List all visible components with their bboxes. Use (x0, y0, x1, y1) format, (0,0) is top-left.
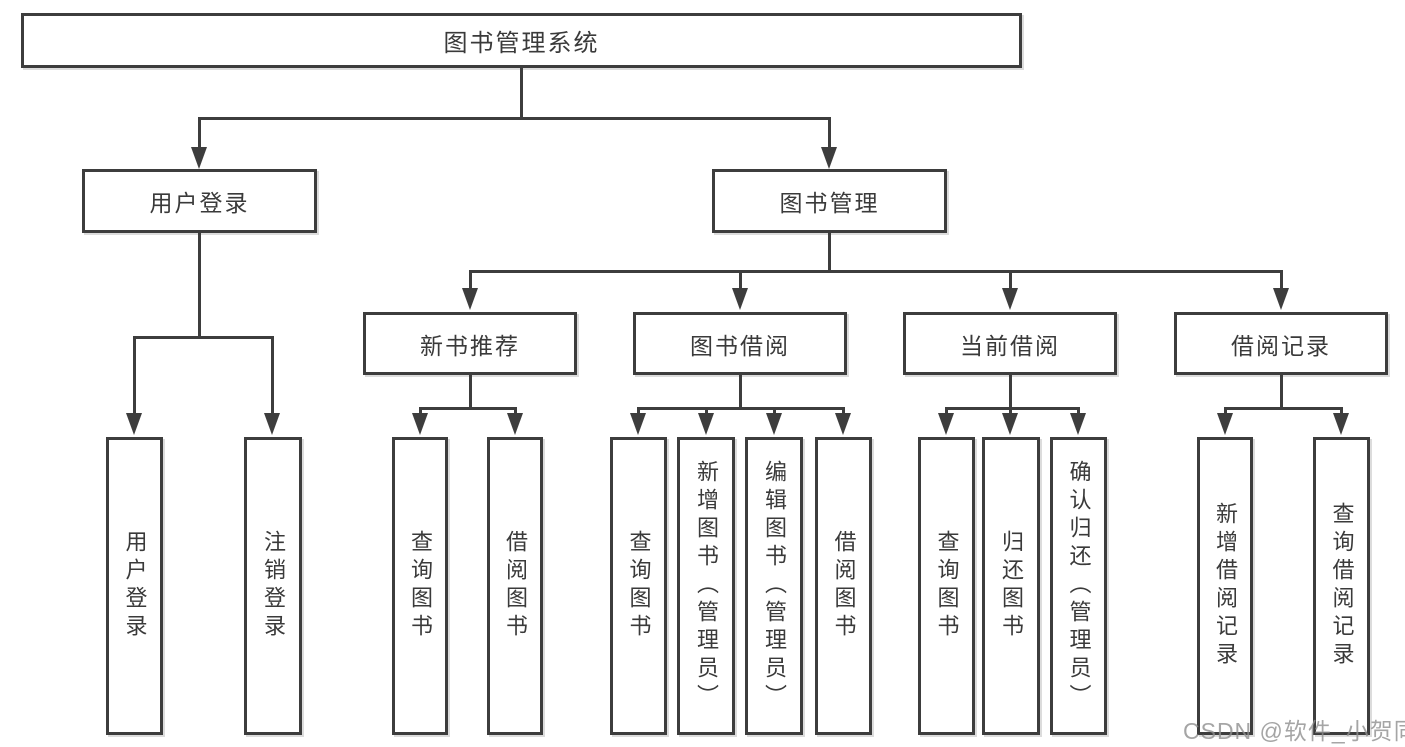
arrowhead-down-icon (766, 413, 782, 435)
connector-line (514, 407, 517, 415)
connector-line (705, 407, 708, 415)
connector-line (1224, 407, 1342, 410)
leaf-query-books-current-label: 查询图书 (934, 530, 960, 642)
arrowhead-down-icon (1002, 288, 1018, 310)
connector-line (419, 407, 517, 410)
arrowhead-down-icon (1273, 288, 1289, 310)
node-user-login: 用户登录 (82, 169, 317, 233)
connector-line (828, 233, 831, 270)
leaf-logout: 注销登录 (244, 437, 302, 735)
connector-line (198, 117, 830, 120)
arrowhead-down-icon (1070, 413, 1086, 435)
arrowhead-down-icon (191, 147, 207, 169)
connector-line (1009, 407, 1012, 415)
leaf-return-books-label: 归还图书 (999, 530, 1024, 642)
leaf-query-books-borrowing-label: 查询图书 (626, 530, 652, 642)
arrowhead-down-icon (126, 413, 142, 435)
connector-line (842, 407, 845, 415)
connector-line (469, 270, 1282, 273)
arrowhead-down-icon (507, 413, 523, 435)
arrowhead-down-icon (1333, 413, 1349, 435)
leaf-query-books-recommend-label: 查询图书 (408, 530, 433, 642)
leaf-query-books-recommend: 查询图书 (392, 437, 448, 735)
arrowhead-down-icon (835, 413, 851, 435)
connector-line (1280, 270, 1283, 290)
leaf-edit-books-admin: 编辑图书（管理员） (745, 437, 803, 735)
leaf-query-borrow-record: 查询借阅记录 (1313, 437, 1370, 735)
connector-line (1009, 270, 1012, 290)
leaf-logout-label: 注销登录 (261, 530, 286, 642)
leaf-confirm-return-admin: 确认归还（管理员） (1050, 437, 1107, 735)
leaf-confirm-return-admin-label: 确认归还（管理员） (1066, 460, 1092, 712)
leaf-query-books-current: 查询图书 (918, 437, 975, 735)
leaf-borrow-books-recommend-label: 借阅图书 (503, 530, 528, 642)
leaf-borrow-books: 借阅图书 (815, 437, 872, 735)
arrowhead-down-icon (732, 288, 748, 310)
leaf-borrow-books-label: 借阅图书 (831, 530, 857, 642)
leaf-borrow-books-recommend: 借阅图书 (487, 437, 543, 735)
connector-line (637, 407, 844, 410)
leaf-add-books-admin-label: 新增图书（管理员） (694, 460, 719, 712)
arrowhead-down-icon (412, 413, 428, 435)
arrowhead-down-icon (1002, 413, 1018, 435)
leaf-add-borrow-record: 新增借阅记录 (1197, 437, 1253, 735)
node-borrow-records: 借阅记录 (1174, 312, 1388, 375)
connector-line (133, 336, 136, 415)
connector-line (1077, 407, 1080, 415)
connector-line (739, 375, 742, 407)
connector-line (945, 407, 948, 415)
node-new-book-recommend-label: 新书推荐 (420, 332, 520, 359)
connector-line (773, 407, 776, 415)
csdn-watermark: CSDN @软件_小贺同学 (1183, 718, 1405, 744)
connector-line (198, 233, 201, 336)
node-current-borrowing: 当前借阅 (903, 312, 1117, 375)
connector-line (828, 117, 831, 150)
connector-line (198, 117, 201, 150)
arrowhead-down-icon (698, 413, 714, 435)
leaf-add-borrow-record-label: 新增借阅记录 (1213, 502, 1238, 670)
arrowhead-down-icon (264, 413, 280, 435)
arrowhead-down-icon (821, 147, 837, 169)
node-book-management: 图书管理 (712, 169, 947, 233)
connector-line (1280, 375, 1283, 407)
leaf-query-books-borrowing: 查询图书 (610, 437, 667, 735)
connector-line (739, 270, 742, 290)
node-book-management-label: 图书管理 (779, 190, 880, 216)
connector-line (469, 375, 472, 407)
leaf-user-login-label: 用户登录 (122, 530, 148, 642)
leaf-user-login: 用户登录 (106, 437, 163, 735)
connector-line (945, 407, 1079, 410)
arrowhead-down-icon (630, 413, 646, 435)
node-library-system: 图书管理系统 (21, 13, 1022, 68)
connector-line (469, 270, 472, 290)
node-library-system-label: 图书管理系统 (443, 30, 600, 57)
connector-line (1009, 375, 1012, 407)
node-borrow-records-label: 借阅记录 (1231, 332, 1331, 359)
node-current-borrowing-label: 当前借阅 (960, 332, 1060, 359)
node-user-login-label: 用户登录 (149, 190, 250, 216)
connector-line (637, 407, 640, 415)
connector-line (1224, 407, 1227, 415)
node-new-book-recommend: 新书推荐 (363, 312, 577, 375)
connector-line (1340, 407, 1343, 415)
leaf-edit-books-admin-label: 编辑图书（管理员） (762, 460, 787, 712)
arrowhead-down-icon (938, 413, 954, 435)
connector-line (271, 336, 274, 415)
connector-line (133, 336, 274, 339)
leaf-query-borrow-record-label: 查询借阅记录 (1329, 502, 1355, 670)
connector-line (419, 407, 422, 415)
connector-line (520, 68, 523, 117)
leaf-add-books-admin: 新增图书（管理员） (677, 437, 735, 735)
leaf-return-books: 归还图书 (982, 437, 1040, 735)
arrowhead-down-icon (462, 288, 478, 310)
arrowhead-down-icon (1217, 413, 1233, 435)
node-book-borrowing: 图书借阅 (633, 312, 847, 375)
node-book-borrowing-label: 图书借阅 (690, 332, 790, 359)
